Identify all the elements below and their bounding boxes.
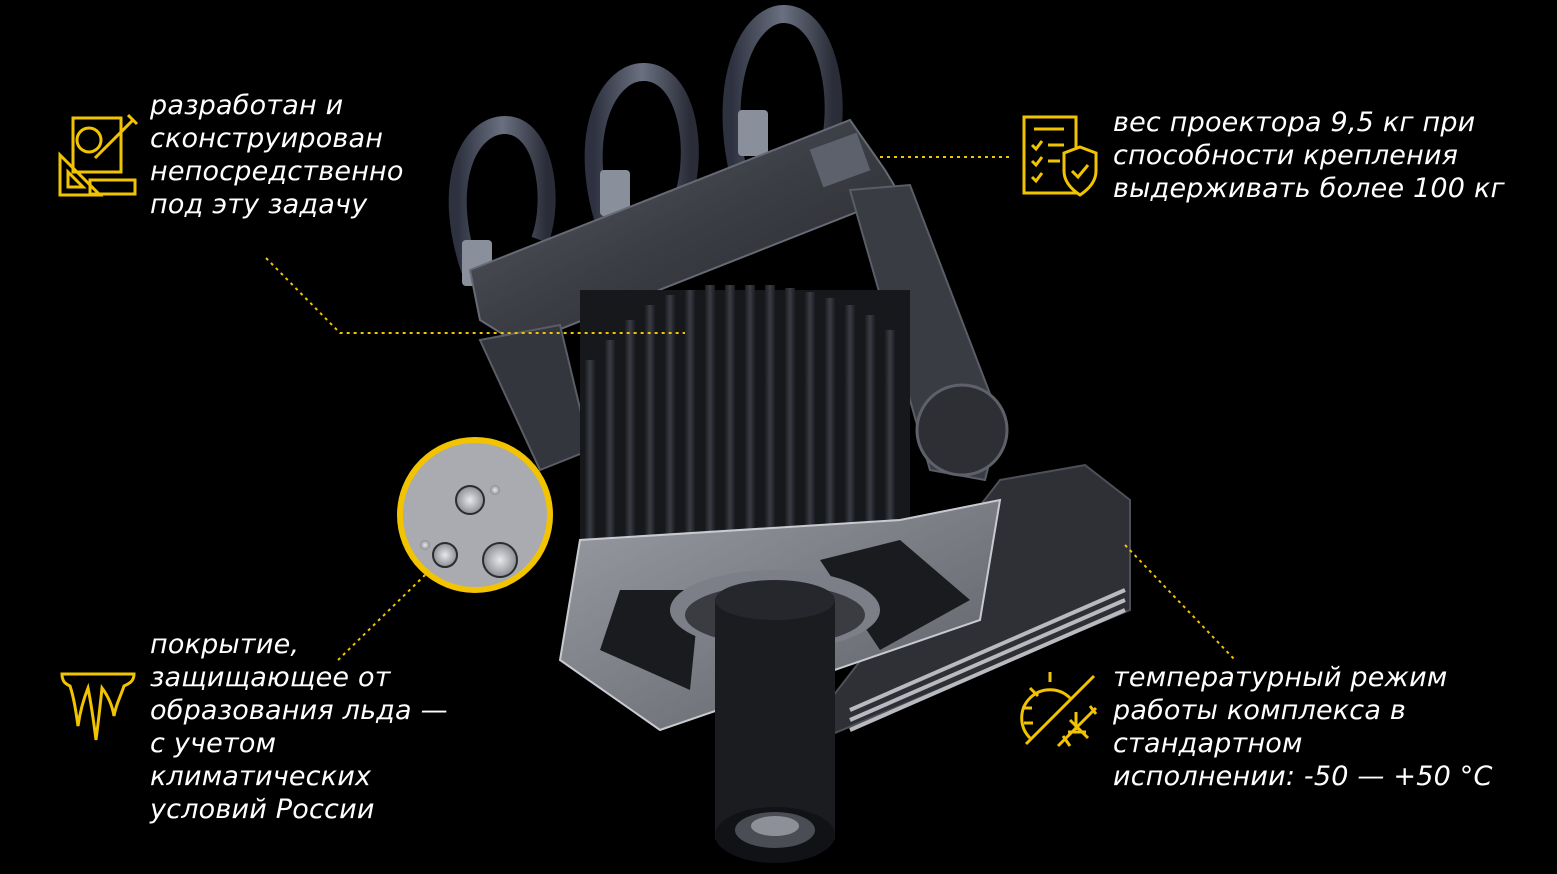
coating-line: климатических: [150, 761, 372, 792]
weight-caption: вес проектора 9,5 кг при способности кре…: [1113, 106, 1505, 205]
water-droplets-closeup: [397, 437, 553, 593]
icicles-icon: [60, 672, 136, 741]
temperature-line: исполнении: -50 — +50 °C: [1113, 761, 1493, 792]
temperature-line: стандартном: [1113, 728, 1303, 759]
design-caption: разработан и сконструирован непосредстве…: [150, 89, 404, 221]
coating-line: защищающее от: [150, 662, 391, 693]
design-line: непосредственно: [150, 156, 404, 187]
coating-line: с учетом: [150, 728, 277, 759]
heatsink: [580, 285, 910, 540]
design-line: сконструирован: [150, 123, 384, 154]
weight-line: вес проектора 9,5 кг при: [1113, 107, 1476, 138]
temperature-caption: температурный режим работы комплекса в с…: [1113, 661, 1493, 793]
sun-snowflake-icon: [1020, 672, 1098, 748]
temperature-line: температурный режим: [1113, 662, 1448, 693]
coating-caption: покрытие, защищающее от образования льда…: [150, 628, 448, 826]
coating-line: покрытие,: [150, 629, 300, 660]
pipe-clamps: [448, 5, 843, 273]
design-line: разработан и: [150, 90, 344, 121]
weight-line: способности крепления: [1113, 140, 1459, 171]
leader-lines: [265, 156, 1236, 661]
coating-line: условий России: [150, 794, 375, 825]
weight-line: выдерживать более 100 кг: [1113, 173, 1505, 204]
design-tools-icon: [58, 113, 139, 197]
lens-tube: [670, 570, 880, 863]
design-line: под эту задачу: [150, 189, 368, 220]
temperature-line: работы комплекса в: [1113, 695, 1406, 726]
coating-line: образования льда —: [150, 695, 448, 726]
checklist-shield-icon: [1022, 115, 1098, 197]
